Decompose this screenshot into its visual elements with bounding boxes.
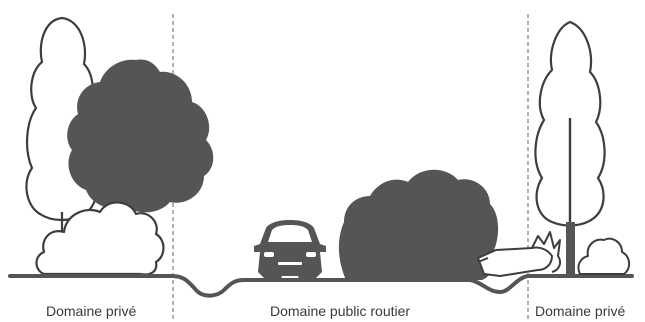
ground-line <box>10 276 632 296</box>
hedge-dark-icon <box>339 170 498 280</box>
trunk-right <box>566 222 575 276</box>
zone-label-center: Domaine public routier <box>270 303 410 319</box>
bush-outline-right-icon <box>578 239 629 274</box>
zone-label-left: Domaine privé <box>46 303 136 319</box>
zone-label-right: Domaine privé <box>535 303 625 319</box>
car-icon <box>254 220 326 282</box>
